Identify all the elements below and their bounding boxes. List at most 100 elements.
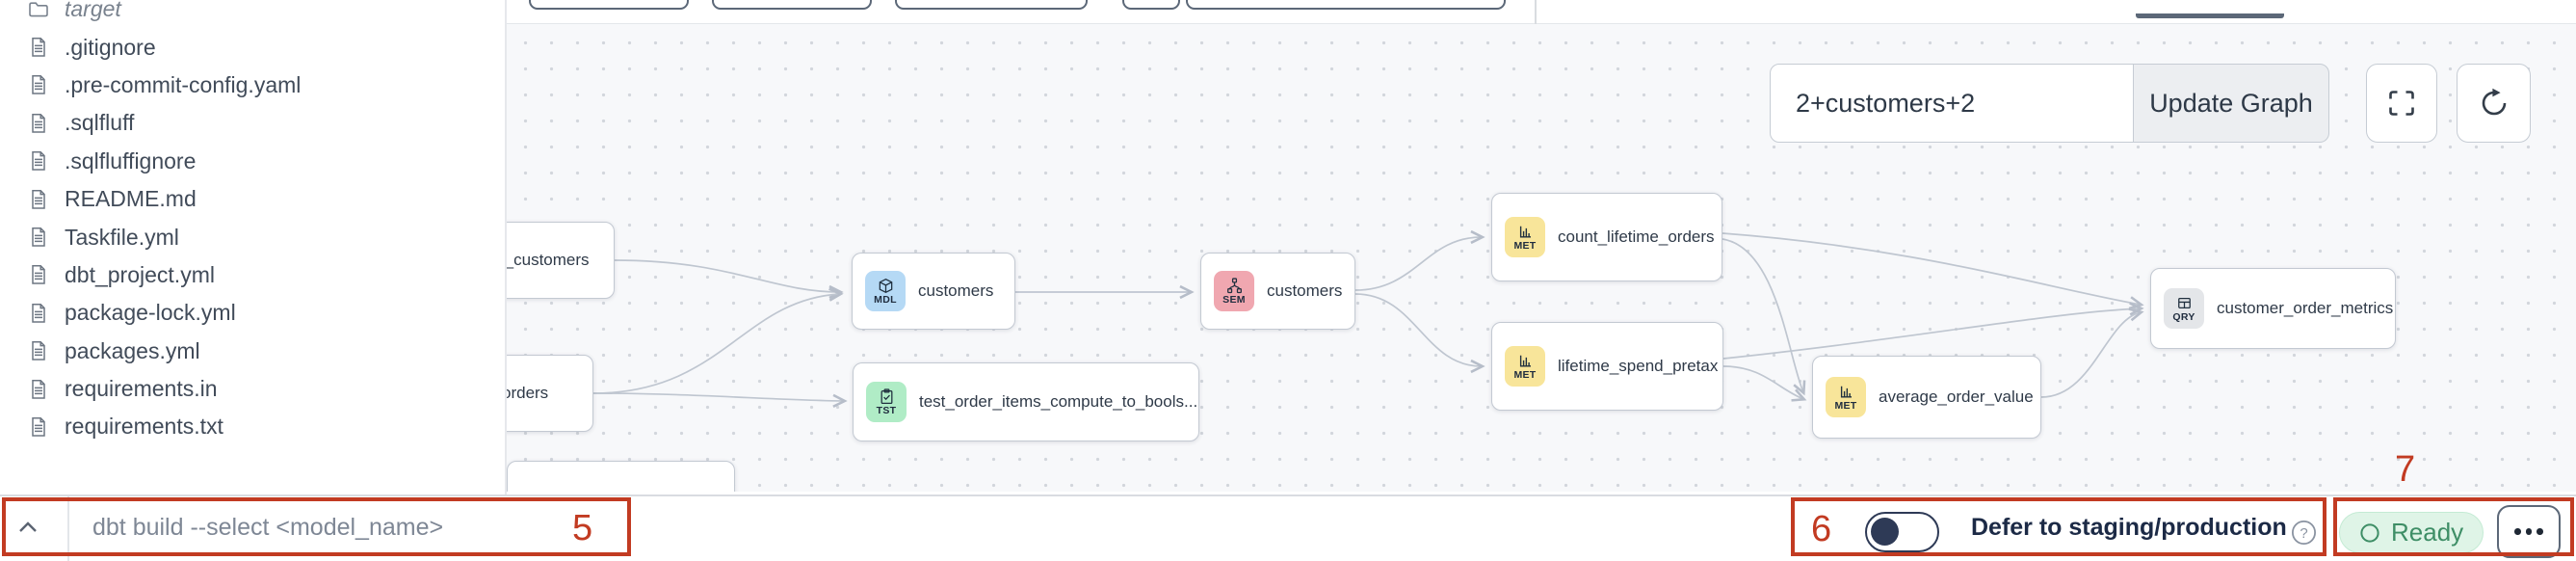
graph-selector-input[interactable]: 2+customers+2 — [1770, 64, 2134, 143]
file-explorer-sidebar: target .gitignore .pre-commit-config.yam… — [0, 0, 507, 494]
toggle-knob — [1871, 518, 1899, 546]
more-options-button[interactable] — [2497, 505, 2561, 558]
more-options-icon — [2514, 528, 2521, 535]
file-tree-item-requirements-in[interactable]: requirements.in — [0, 370, 505, 408]
file-name: .pre-commit-config.yaml — [65, 71, 302, 97]
semantic-badge: SEM — [1214, 271, 1254, 311]
model-badge: MDL — [865, 271, 906, 311]
dag-node-count-lifetime-orders[interactable]: MET count_lifetime_orders — [1491, 193, 1722, 281]
file-name: .sqlfluffignore — [65, 147, 197, 174]
cutoff-toolbar-button[interactable] — [2136, 13, 2284, 18]
status-badge[interactable]: Ready — [2339, 512, 2484, 553]
header-divider — [1535, 0, 1537, 24]
defer-label: Defer to staging/production — [1971, 514, 2287, 541]
file-tree-item-package-lock[interactable]: package-lock.yml — [0, 294, 505, 332]
file-name: requirements.txt — [65, 414, 223, 440]
node-label: lifetime_spend_pretax — [1558, 357, 1719, 375]
chevron-up-icon — [19, 521, 37, 532]
annotation-number-5: 5 — [572, 508, 593, 548]
command-input[interactable]: dbt build --select <model_name> — [92, 514, 444, 541]
svg-text:?: ? — [2300, 525, 2307, 542]
cube-icon — [879, 278, 892, 293]
file-name: packages.yml — [65, 337, 200, 363]
cutoff-toolbar-button[interactable] — [1122, 0, 1180, 10]
node-label: orders — [507, 384, 549, 402]
dag-node-lifetime-spend-pretax[interactable]: MET lifetime_spend_pretax — [1491, 322, 1723, 411]
file-tree-item-readme[interactable]: README.md — [0, 180, 505, 218]
file-tree-item-sqlfluffignore[interactable]: .sqlfluffignore — [0, 143, 505, 180]
query-badge: QRY — [2164, 288, 2204, 329]
dag-node-stg-customers[interactable]: stg_customers — [507, 222, 615, 299]
defer-toggle[interactable] — [1865, 512, 1939, 552]
file-icon — [27, 226, 50, 249]
dag-node-orders[interactable]: orders — [507, 355, 593, 432]
bar-chart-icon — [1519, 355, 1531, 367]
refresh-button[interactable] — [2457, 64, 2531, 143]
file-tree: target .gitignore .pre-commit-config.yam… — [0, 0, 505, 446]
file-icon — [27, 378, 50, 401]
node-label: average_order_value — [1879, 387, 2034, 406]
refresh-icon — [2482, 88, 2506, 116]
file-tree-item-target[interactable]: target — [0, 0, 505, 28]
dag-node-partial[interactable] — [507, 461, 735, 492]
dag-node-customers-semantic[interactable]: SEM customers — [1200, 253, 1355, 330]
file-tree-item-pre-commit-config[interactable]: .pre-commit-config.yaml — [0, 67, 505, 104]
metric-badge: MET — [1505, 217, 1545, 257]
node-label: stg_customers — [507, 251, 590, 269]
file-icon — [27, 73, 50, 96]
dag-node-average-order-value[interactable]: MET average_order_value — [1812, 356, 2041, 439]
command-bar-divider — [67, 496, 69, 561]
metric-badge: MET — [1505, 346, 1545, 387]
file-tree-item-sqlfluff[interactable]: .sqlfluff — [0, 104, 505, 142]
bar-chart-icon — [1840, 386, 1852, 398]
file-icon — [27, 415, 50, 439]
file-tree-item-gitignore[interactable]: .gitignore — [0, 28, 505, 66]
dag-node-customer-order-metrics[interactable]: QRY customer_order_metrics — [2150, 268, 2396, 349]
cutoff-toolbar-button[interactable] — [712, 0, 872, 10]
cutoff-toolbar-button[interactable] — [529, 0, 689, 10]
file-icon — [27, 263, 50, 286]
file-icon — [27, 302, 50, 325]
file-icon — [27, 112, 50, 135]
file-name: Taskfile.yml — [65, 224, 179, 250]
annotation-number-6: 6 — [1811, 509, 1832, 549]
expand-panel-button[interactable] — [15, 515, 40, 545]
graph-selector-group: 2+customers+2 Update Graph — [1770, 64, 2329, 143]
file-icon — [27, 149, 50, 173]
command-bar — [0, 494, 2576, 561]
file-icon — [27, 339, 50, 362]
fullscreen-icon — [2389, 91, 2414, 116]
file-tree-item-taskfile[interactable]: Taskfile.yml — [0, 218, 505, 255]
graph-toolbar-strip — [507, 0, 2576, 24]
file-name: target — [65, 0, 121, 22]
bar-chart-icon — [1519, 226, 1531, 238]
file-icon — [27, 188, 50, 211]
dag-edges — [592, 229, 2144, 408]
file-tree-item-requirements-txt[interactable]: requirements.txt — [0, 408, 505, 445]
lineage-graph-panel: stg_customers orders MDL customers TST — [507, 0, 2576, 494]
node-label: customers — [918, 281, 994, 300]
help-icon[interactable]: ? — [2291, 520, 2317, 550]
dag-canvas[interactable]: stg_customers orders MDL customers TST — [507, 24, 2576, 492]
cutoff-toolbar-button[interactable] — [1186, 0, 1506, 10]
file-tree-item-dbt-project[interactable]: dbt_project.yml — [0, 256, 505, 294]
status-text: Ready — [2391, 518, 2464, 547]
test-badge: TST — [866, 382, 907, 422]
file-name: README.md — [65, 186, 197, 212]
file-name: dbt_project.yml — [65, 261, 215, 287]
update-graph-button[interactable]: Update Graph — [2133, 64, 2329, 143]
cutoff-toolbar-button[interactable] — [895, 0, 1088, 10]
table-icon — [2177, 297, 2191, 308]
file-name: package-lock.yml — [65, 300, 236, 326]
node-label: test_order_items_compute_to_bools... — [919, 392, 1198, 411]
metric-badge: MET — [1826, 377, 1866, 417]
node-label: customer_order_metrics — [2217, 299, 2394, 317]
fullscreen-button[interactable] — [2366, 64, 2437, 143]
file-icon — [27, 36, 50, 59]
file-name: requirements.in — [65, 376, 218, 402]
dag-node-test-order-items[interactable]: TST test_order_items_compute_to_bools... — [853, 362, 1199, 441]
file-tree-item-packages[interactable]: packages.yml — [0, 333, 505, 370]
dag-node-customers-model[interactable]: MDL customers — [852, 253, 1015, 330]
branch-icon — [1226, 278, 1242, 293]
